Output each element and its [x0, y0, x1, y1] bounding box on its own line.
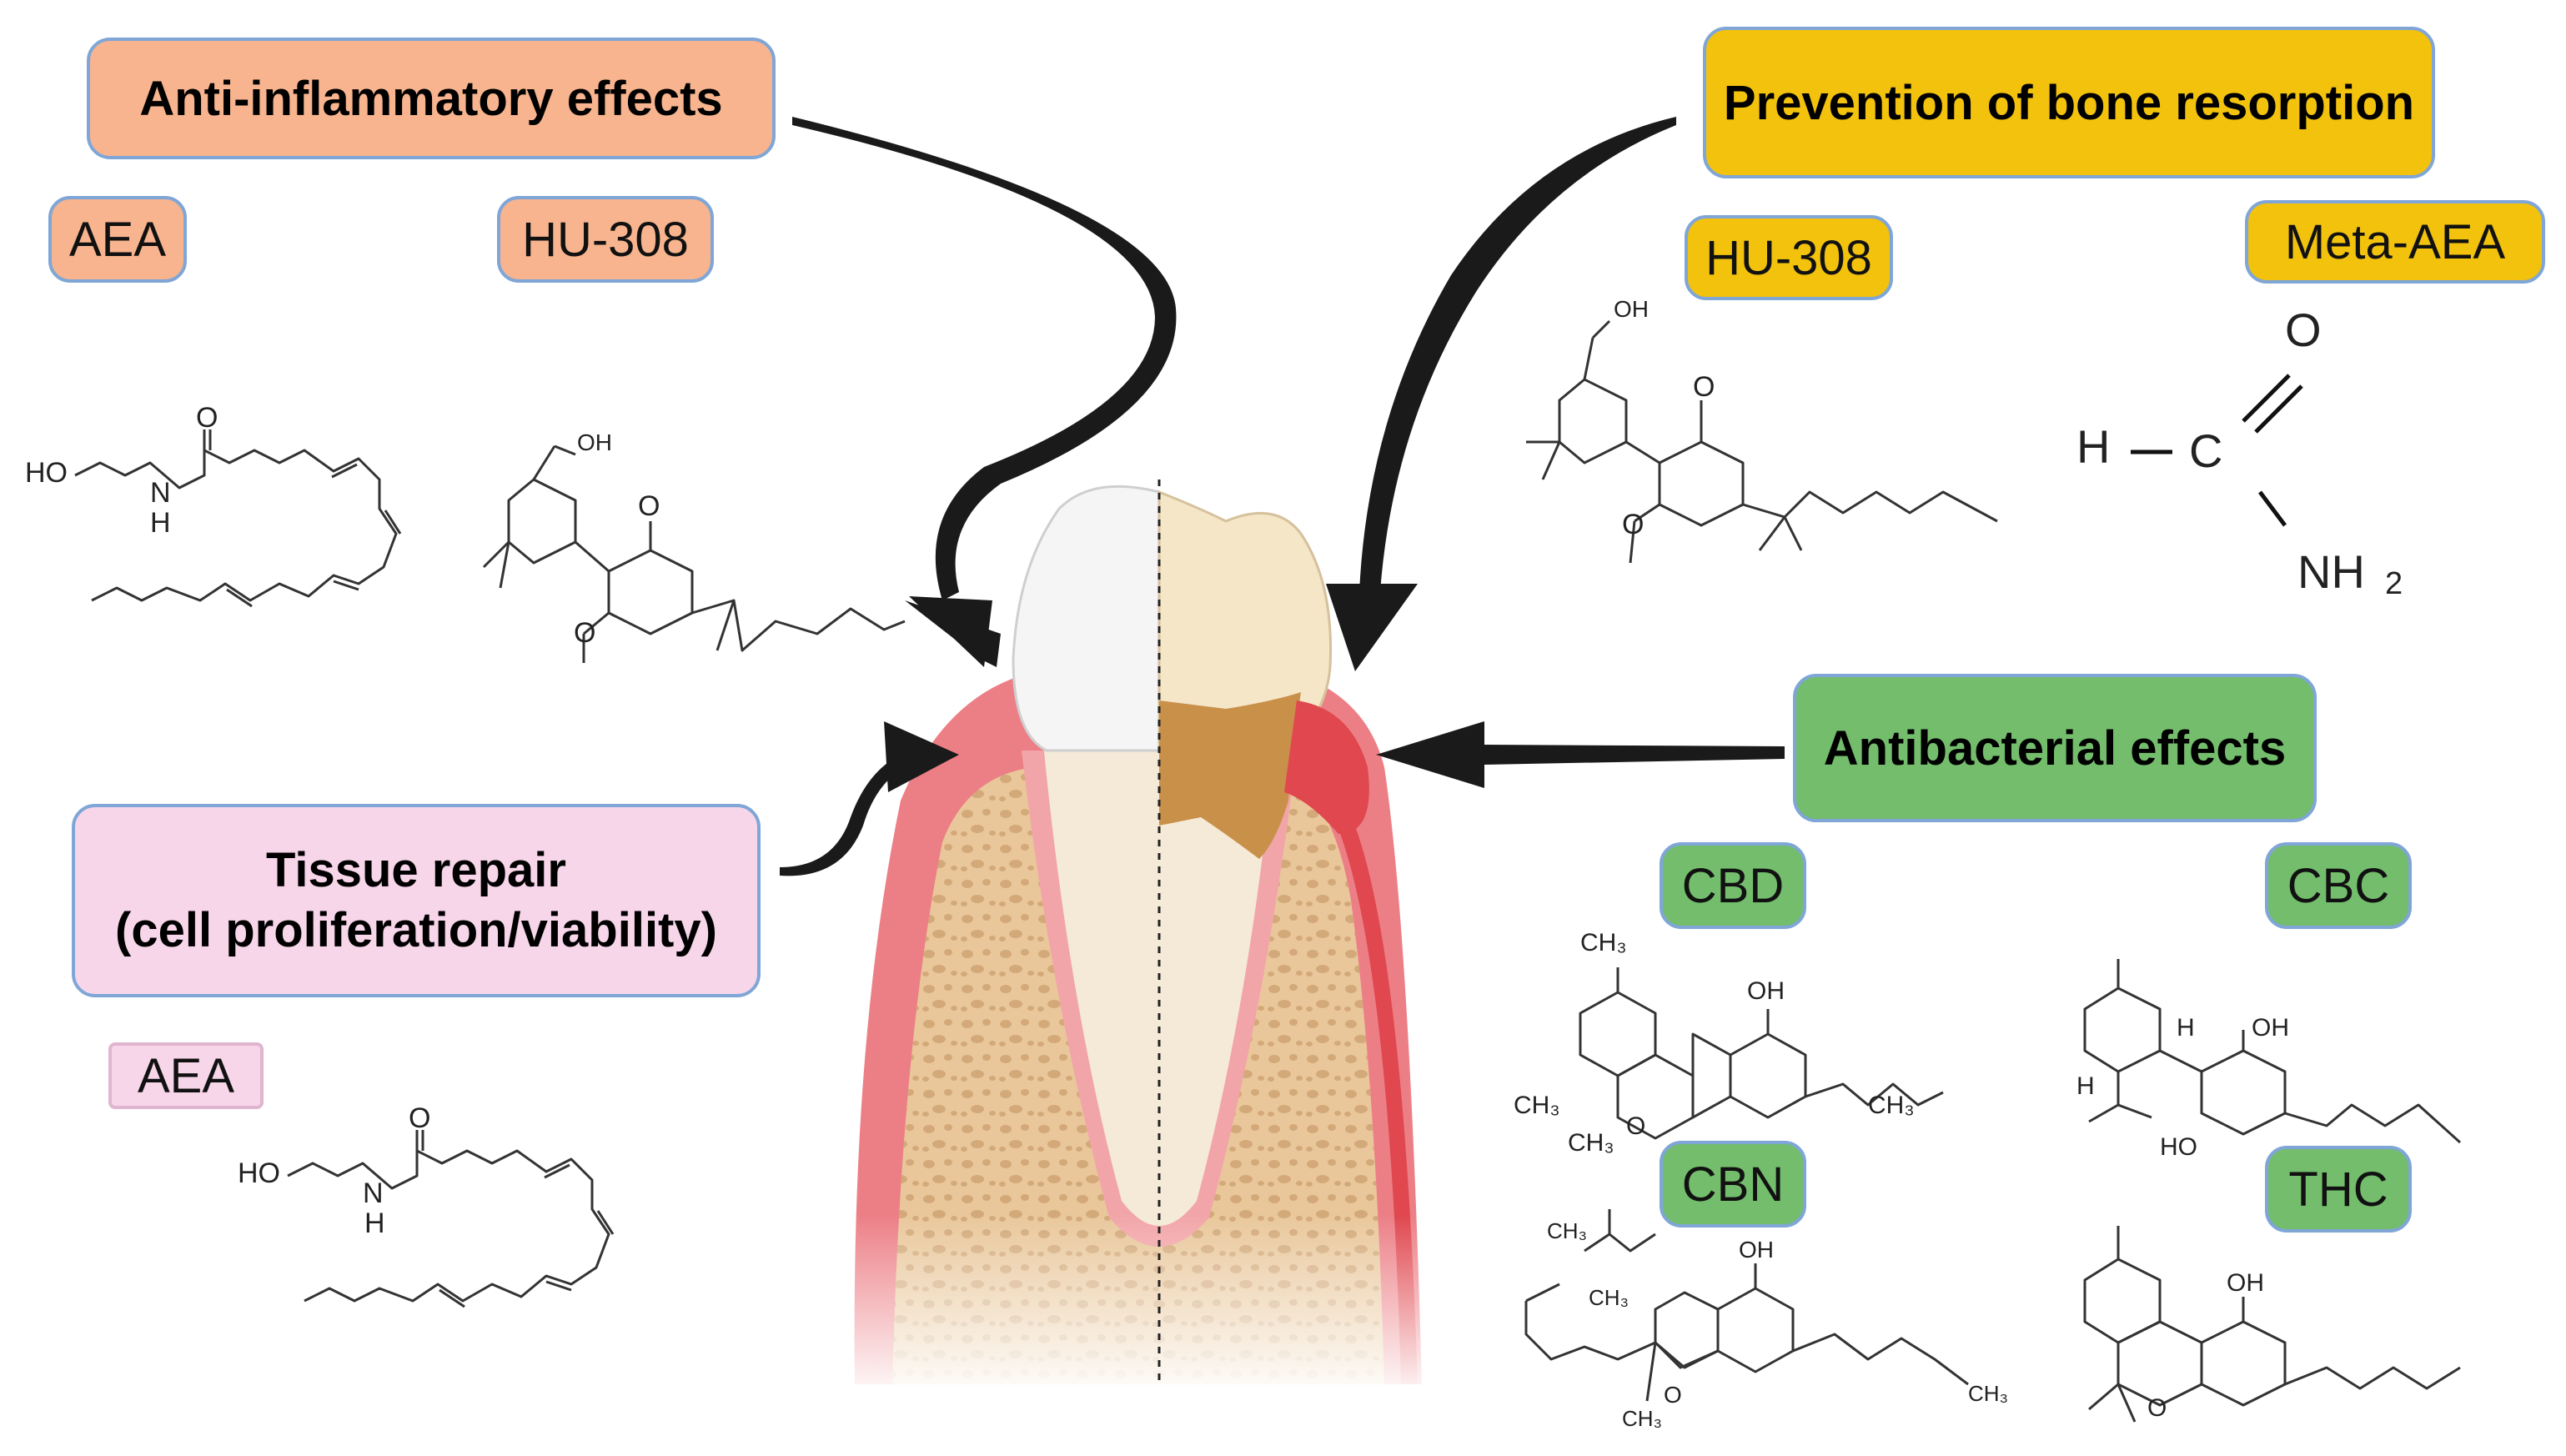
cbc-oh-label: OH: [2252, 1014, 2289, 1042]
compound-chip-aea-top: AEA: [48, 196, 187, 283]
compound-label: THC: [2288, 1162, 2388, 1217]
compound-chip-meta-aea: Meta-AEA: [2245, 200, 2545, 284]
tooth-crown-healthy: [1012, 484, 1161, 752]
hu308-structure-right: [1526, 319, 1998, 564]
hu308l-o1-label: O: [638, 490, 660, 522]
antibacterial-box: Antibacterial effects: [1793, 674, 2317, 822]
cbd-ch3-2-label: CH₃: [1514, 1092, 1560, 1119]
arrows: [780, 117, 1785, 876]
aea-top-o-label: O: [196, 402, 218, 434]
compound-label: Meta-AEA: [2284, 214, 2506, 269]
cbd-ch3-3-label: CH₃: [1568, 1129, 1614, 1157]
compound-chip-cbn: CBN: [1660, 1141, 1806, 1228]
aea-top-n-label: N: [150, 477, 171, 509]
arrow-bone-resorption: [1359, 117, 1676, 592]
cbd-ch3-4-label: CH₃: [1868, 1092, 1915, 1119]
hu308r-o2-label: O: [1622, 509, 1644, 540]
aea-top-ho-label: HO: [25, 457, 68, 489]
tissue-repair-label-line1: Tissue repair: [265, 843, 566, 897]
cbd-ch3-1-label: CH₃: [1580, 929, 1627, 956]
antibacterial-label: Antibacterial effects: [1823, 720, 2287, 776]
aea-structure-bottom: [287, 1130, 615, 1308]
hu308-structure-left: [482, 444, 906, 663]
bone-resorption-box: Prevention of bone resorption: [1703, 27, 2435, 178]
cbd-structure: [1579, 967, 1944, 1140]
compound-label: CBN: [1681, 1157, 1785, 1212]
meta-aea-2-label: 2: [2385, 566, 2403, 601]
atom-labels: HO N H O OH O O OH O O H C O NH 2 HO N H…: [25, 296, 2403, 1431]
cbn-structure: [1524, 1209, 1969, 1402]
aea-bottom-n-label: N: [363, 1177, 384, 1209]
tissue-repair-box: Tissue repair (cell proliferation/viabil…: [72, 804, 761, 997]
cbn-o-label: O: [1664, 1382, 1682, 1408]
aea-bottom-h-label: H: [364, 1207, 385, 1239]
structures: [74, 319, 2462, 1423]
tissue-repair-label-line2: (cell proliferation/viability): [115, 903, 717, 957]
compound-chip-hu308-left: HU-308: [497, 196, 714, 283]
aea-bottom-ho-label: HO: [238, 1157, 280, 1189]
cbn-oh-label: OH: [1739, 1237, 1774, 1263]
compound-chip-cbd: CBD: [1660, 842, 1806, 929]
cbn-ch3-2-label: CH₃: [1589, 1285, 1629, 1310]
aea-structure-top: [74, 429, 402, 608]
thc-o-label: O: [2147, 1394, 2167, 1422]
cbn-ch3-3-label: CH₃: [1622, 1406, 1662, 1431]
cbd-o-label: O: [1626, 1112, 1645, 1140]
aea-bottom-o-label: O: [409, 1102, 430, 1134]
compound-label: AEA: [68, 212, 167, 267]
compound-label: CBD: [1681, 858, 1785, 913]
bone-resorption-label: Prevention of bone resorption: [1723, 75, 2415, 130]
cbc-structure: [2083, 959, 2462, 1144]
meta-aea-h-label: H: [2076, 420, 2110, 473]
meta-aea-c-label: C: [2189, 424, 2222, 477]
hu308l-o2-label: O: [574, 617, 595, 649]
thc-structure: [2083, 1226, 2461, 1423]
thc-oh-label: OH: [2227, 1269, 2264, 1297]
cbd-oh-label: OH: [1747, 977, 1785, 1005]
compound-label: HU-308: [522, 212, 689, 267]
meta-aea-nh-label: NH: [2297, 545, 2365, 598]
hu308r-o1-label: O: [1693, 371, 1715, 403]
cbc-ho-label: HO: [2160, 1133, 2197, 1161]
cbn-ch3-4-label: CH₃: [1968, 1381, 2008, 1406]
hu308r-oh-label: OH: [1614, 296, 1649, 322]
cbc-h2-label: H: [2076, 1072, 2095, 1100]
anti-inflammatory-box: Anti-inflammatory effects: [87, 38, 776, 159]
compound-label: HU-308: [1705, 230, 1872, 285]
arrow-tissue-repair: [780, 755, 905, 876]
compound-chip-thc: THC: [2265, 1146, 2412, 1233]
compound-chip-hu308-right: HU-308: [1685, 215, 1893, 300]
arrow-antibacterial: [1376, 721, 1785, 788]
compound-label: CBC: [2287, 858, 2390, 913]
hu308l-oh-label: OH: [577, 429, 612, 455]
aea-top-h-label: H: [150, 507, 171, 539]
compound-chip-cbc: CBC: [2265, 842, 2412, 929]
tooth-crown-diseased: [1157, 490, 1333, 752]
anti-inflammatory-label: Anti-inflammatory effects: [139, 71, 723, 126]
compound-label: AEA: [137, 1048, 235, 1103]
meta-aea-o-label: O: [2285, 304, 2322, 356]
cbc-h1-label: H: [2177, 1014, 2195, 1042]
cbn-ch3-1-label: CH₃: [1547, 1218, 1587, 1243]
meta-aea-structure: [2131, 374, 2303, 527]
tooth-illustration: [817, 479, 1451, 1401]
compound-chip-aea-bottom: AEA: [108, 1042, 264, 1109]
